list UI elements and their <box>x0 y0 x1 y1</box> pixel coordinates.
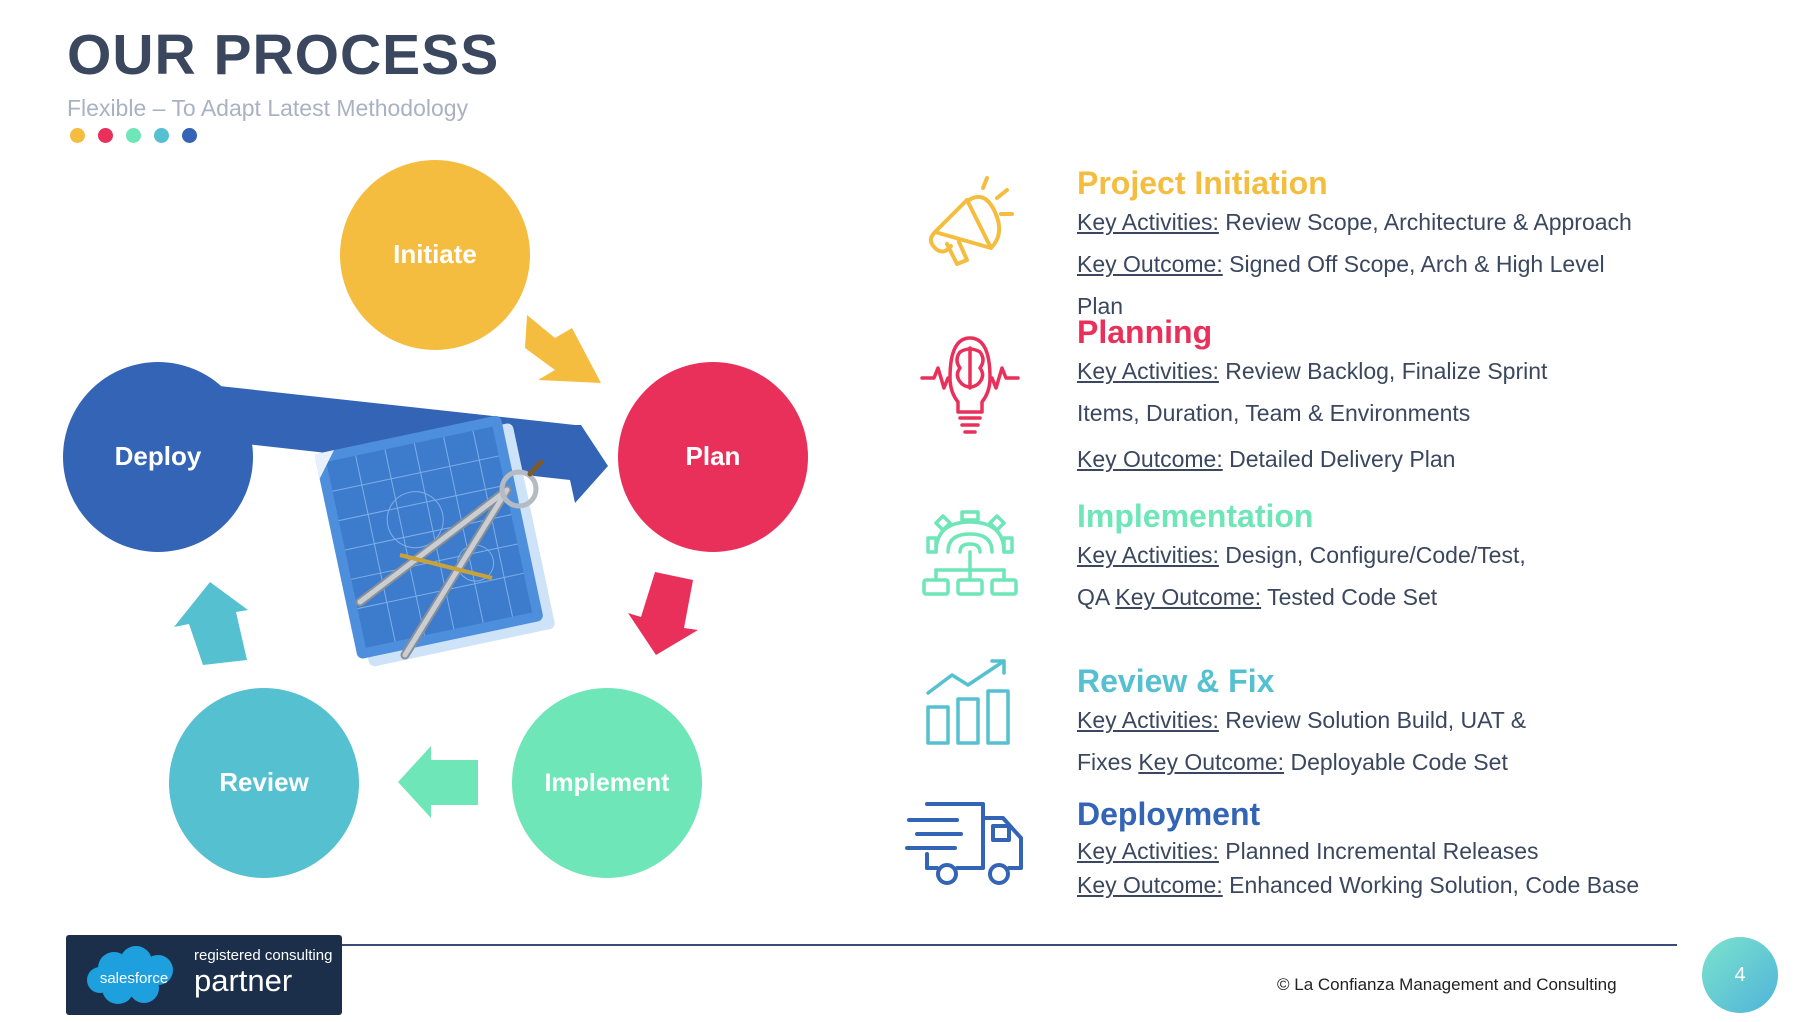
node-deploy-label: Deploy <box>115 441 202 471</box>
salesforce-logo-text: salesforce <box>100 970 168 987</box>
brain-bulb-icon <box>920 336 1020 434</box>
key-label: Key Outcome: <box>1077 872 1223 898</box>
node-implement-label: Implement <box>544 769 670 797</box>
node-plan-label: Plan <box>686 441 741 471</box>
line-text: Planned Incremental Releases <box>1218 838 1539 864</box>
dot-2 <box>98 128 113 143</box>
node-review <box>169 688 359 878</box>
line-text: Review Solution Build, UAT & <box>1218 707 1527 733</box>
node-initiate-label: Initiate <box>393 239 477 269</box>
step-title: Deployment <box>1077 796 1261 832</box>
dot-3 <box>126 128 141 143</box>
color-dots <box>70 128 197 143</box>
step-title: Planning <box>1077 314 1213 350</box>
key-label: Key Activities: <box>1077 542 1219 568</box>
step-line: Key Activities: Review Scope, Architectu… <box>1077 201 1697 243</box>
step-line: Key Activities: Review Backlog, Finalize… <box>1077 350 1697 392</box>
arrow-initiate-to-plan <box>525 315 601 383</box>
node-implement <box>512 688 702 878</box>
step-title: Implementation <box>1077 498 1314 534</box>
key-label: Key Activities: <box>1077 209 1219 235</box>
step-line: Key Outcome: Signed Off Scope, Arch & Hi… <box>1077 243 1697 285</box>
step-title: Project Initiation <box>1077 165 1328 201</box>
line-text: Design, Configure/Code/Test, <box>1218 542 1526 568</box>
megaphone-icon <box>929 176 1014 266</box>
line-prefix: QA <box>1077 584 1116 610</box>
salesforce-cloud-logo: salesforce <box>87 946 173 1004</box>
blueprint-compass-icon <box>314 415 555 667</box>
arrow-implement-to-review <box>398 746 478 818</box>
key-label: Key Outcome: <box>1138 749 1285 775</box>
step-line: Fixes Key Outcome: Deployable Code Set <box>1077 741 1697 783</box>
step-review-fix: Review & Fix Key Activities: Review Solu… <box>1077 663 1697 783</box>
key-label: Key Activities: <box>1077 838 1219 864</box>
delivery-truck-icon <box>905 802 1023 885</box>
line-text: Review Scope, Architecture & Approach <box>1218 209 1632 235</box>
page-subtitle: Flexible – To Adapt Latest Methodology <box>67 95 469 121</box>
dot-4 <box>154 128 169 143</box>
salesforce-partner-badge: salesforce registered consulting partner <box>66 935 342 1015</box>
node-review-label: Review <box>219 767 309 797</box>
key-label: Key Outcome: <box>1077 251 1223 277</box>
step-line: Key Activities: Design, Configure/Code/T… <box>1077 534 1697 576</box>
line-text: Enhanced Working Solution, Code Base <box>1222 872 1640 898</box>
arrow-plan-to-implement <box>628 572 698 655</box>
line-text: Deployable Code Set <box>1284 749 1508 775</box>
footer-divider <box>340 944 1677 946</box>
step-line: Plan <box>1077 285 1697 327</box>
line-prefix: Fixes <box>1077 749 1139 775</box>
line-text: Detailed Delivery Plan <box>1222 446 1456 472</box>
step-line: Key Outcome: Detailed Delivery Plan <box>1077 438 1697 480</box>
step-line: Key Activities: Review Solution Build, U… <box>1077 699 1697 741</box>
page-number: 4 <box>1702 937 1778 1013</box>
key-label: Key Activities: <box>1077 707 1219 733</box>
step-deployment: Deployment Key Activities: Planned Incre… <box>1077 796 1697 902</box>
line-text: Items, Duration, Team & Environments <box>1077 400 1471 426</box>
line-text: Signed Off Scope, Arch & High Level <box>1222 251 1605 277</box>
line-text: Review Backlog, Finalize Sprint <box>1218 358 1548 384</box>
node-initiate <box>340 160 530 350</box>
badge-big-text: partner <box>194 963 293 998</box>
line-text: Tested Code Set <box>1261 584 1438 610</box>
dot-5 <box>182 128 197 143</box>
key-label: Key Outcome: <box>1115 584 1262 610</box>
arrow-review-to-deploy <box>174 582 248 665</box>
line-text: Plan <box>1077 293 1124 319</box>
node-plan <box>618 362 808 552</box>
process-cycle-diagram: Initiate Plan Implement Review Deploy <box>63 160 808 878</box>
step-project-initiation: Project Initiation Key Activities: Revie… <box>1077 165 1697 327</box>
key-label: Key Outcome: <box>1077 446 1223 472</box>
page-title: OUR PROCESS <box>67 23 500 87</box>
step-title: Review & Fix <box>1077 663 1275 699</box>
step-line: Key Activities: Planned Incremental Rele… <box>1077 834 1697 868</box>
step-planning: Planning Key Activities: Review Backlog,… <box>1077 314 1697 480</box>
step-line: QA Key Outcome: Tested Code Set <box>1077 576 1697 618</box>
dot-1 <box>70 128 85 143</box>
node-deploy <box>63 362 253 552</box>
badge-small-text: registered consulting <box>194 947 333 964</box>
growth-chart-icon <box>926 659 1010 745</box>
gear-network-icon <box>922 510 1018 596</box>
step-line: Key Outcome: Enhanced Working Solution, … <box>1077 868 1697 902</box>
step-implementation: Implementation Key Activities: Design, C… <box>1077 498 1697 618</box>
key-label: Key Activities: <box>1077 358 1219 384</box>
copyright-text: © La Confianza Management and Consulting <box>1277 975 1617 994</box>
step-line: Items, Duration, Team & Environments <box>1077 392 1697 434</box>
